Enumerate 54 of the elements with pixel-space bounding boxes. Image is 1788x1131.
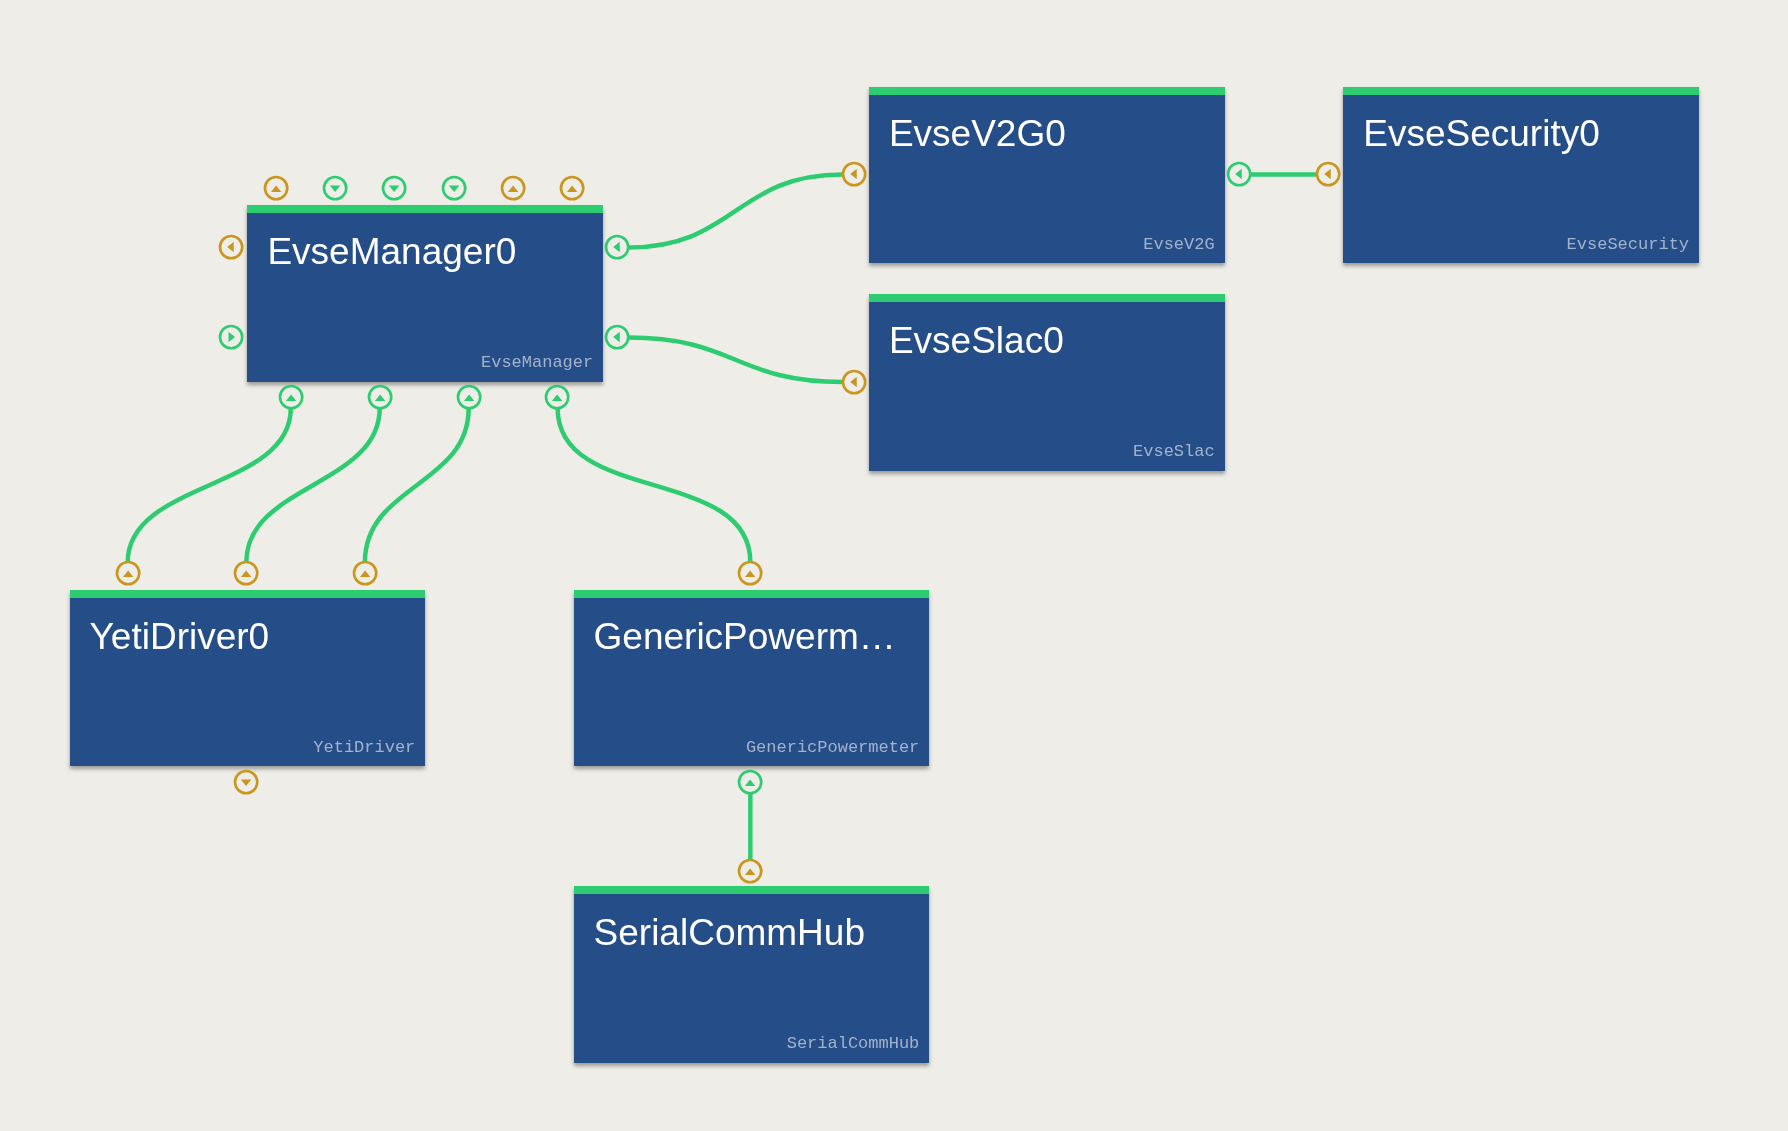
port-icon (603, 234, 630, 261)
port-icon (440, 175, 467, 202)
port-icon (1226, 161, 1253, 188)
port-icon (840, 161, 868, 188)
connector-line (362, 407, 471, 563)
port-icon (262, 175, 290, 202)
port-icon (544, 383, 571, 410)
port-icon (277, 383, 304, 410)
connector-line (125, 407, 293, 563)
module-box (868, 86, 1225, 264)
module-type: SerialCommHub (786, 1033, 920, 1056)
port-icon (322, 175, 349, 202)
port-icon (1315, 161, 1342, 188)
module-title: SerialCommHub (593, 911, 865, 955)
port-icon (559, 175, 586, 202)
module-title: EvseSlac0 (888, 319, 1064, 364)
module-type: EvseManager (481, 352, 594, 375)
module-type: EvseSecurity (1566, 233, 1690, 256)
port-icon (455, 383, 482, 410)
port-icon (366, 383, 393, 410)
port-icon (233, 769, 260, 796)
module-box (69, 589, 426, 767)
connector-line (628, 335, 843, 385)
module-title: YetiDriver0 (89, 614, 270, 659)
port-icon (737, 560, 764, 587)
module-title: EvseManager0 (267, 230, 517, 275)
port-icon (737, 769, 764, 796)
module-title: EvseSecurity0 (1363, 111, 1600, 156)
module-type: EvseV2G (1143, 233, 1215, 256)
module-box (868, 294, 1225, 471)
port-icon (603, 324, 630, 351)
connector-line (244, 407, 382, 563)
connector-line (748, 793, 753, 860)
port-icon (218, 324, 245, 351)
module-box (1343, 86, 1700, 264)
port-icon (351, 560, 378, 587)
port-icon (233, 560, 260, 587)
module-title: GenericPowerm… (593, 614, 896, 659)
module-type: EvseSlac (1133, 441, 1215, 464)
port-icon (114, 560, 141, 587)
port-icon (840, 368, 868, 396)
port-icon (737, 858, 764, 885)
connector-line (1250, 172, 1318, 177)
port-icon (381, 175, 408, 202)
port-icon (500, 175, 527, 202)
module-box (247, 205, 604, 382)
module-type: YetiDriver (313, 736, 416, 759)
connector-line (628, 172, 843, 250)
module-box (573, 589, 930, 767)
port-icon (218, 234, 245, 261)
module-title: EvseV2G0 (888, 111, 1066, 156)
module-box (573, 886, 930, 1063)
module-type: GenericPowermeter (745, 736, 920, 759)
connector-line (555, 407, 753, 563)
